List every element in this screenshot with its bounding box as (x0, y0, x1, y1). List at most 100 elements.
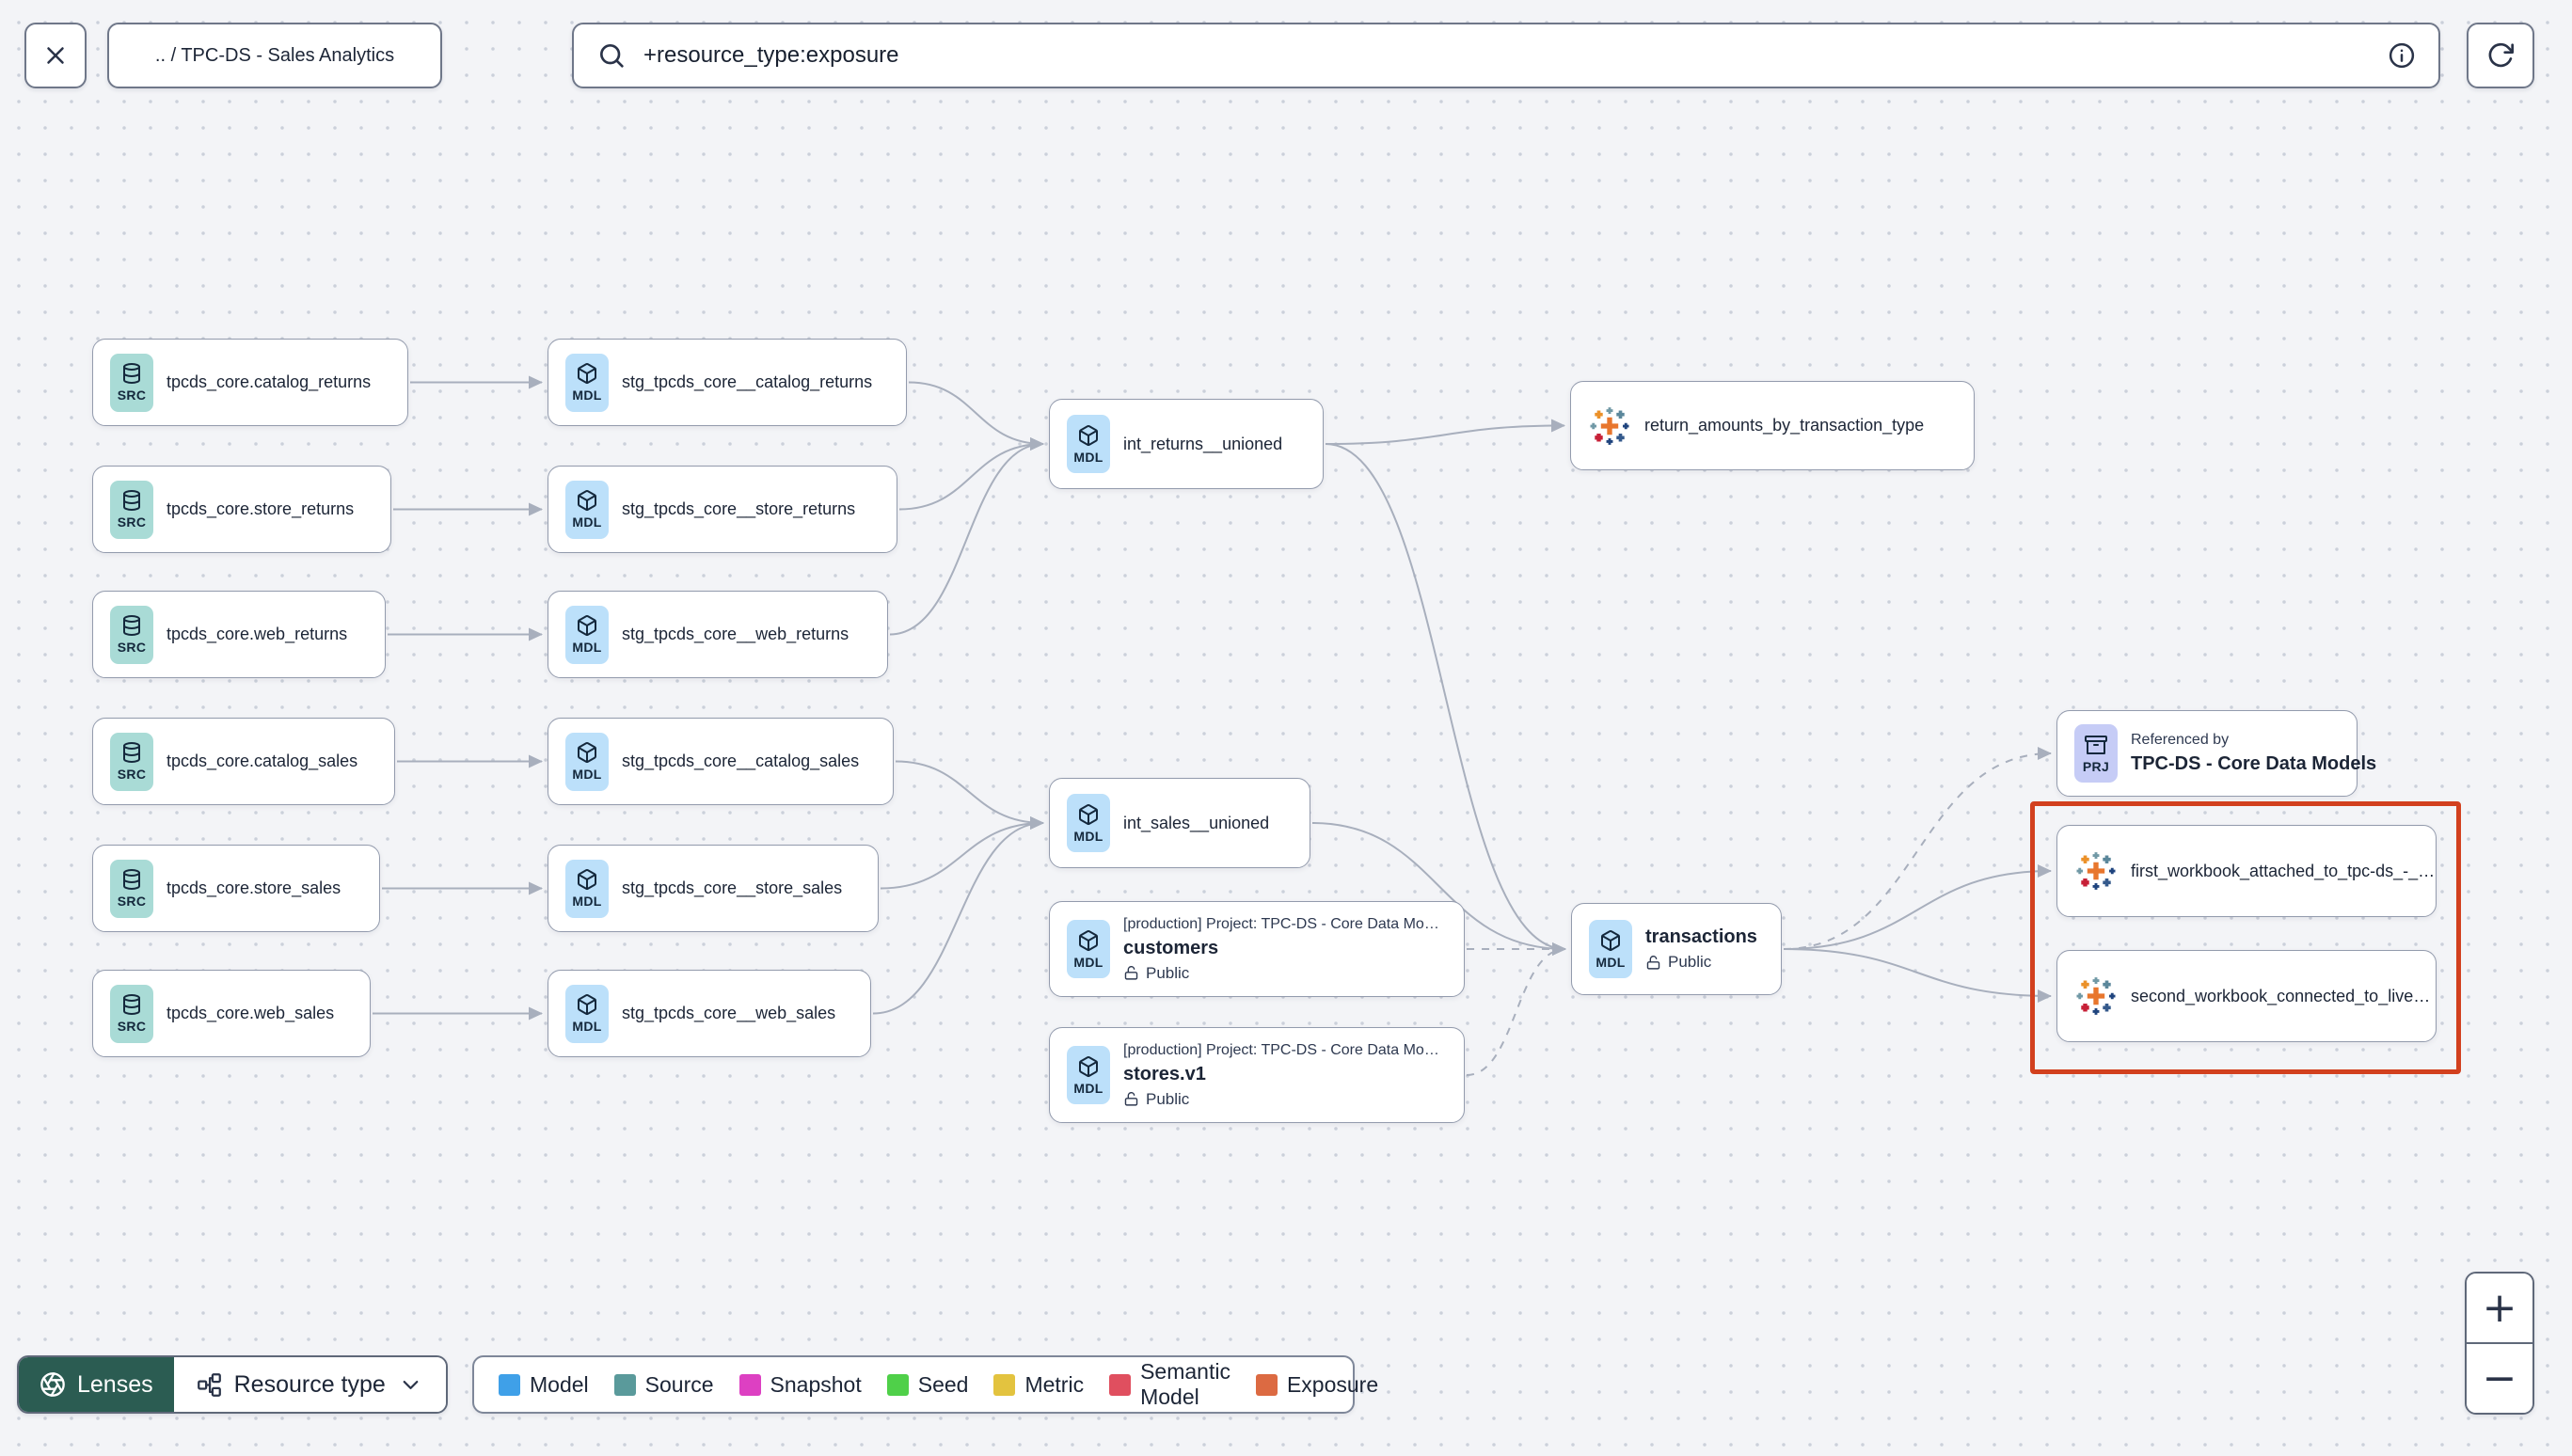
node-stores_v1[interactable]: MDL[production] Project: TPC-DS - Core D… (1049, 1027, 1465, 1123)
node-label: customers (1123, 937, 1219, 958)
edge-stg_web_returns-to-int_returns_unioned (889, 437, 1044, 636)
badge-label: MDL (1073, 828, 1103, 844)
node-label: return_amounts_by_transaction_type (1644, 416, 1925, 435)
node-stg_catalog_returns[interactable]: MDL stg_tpcds_core__catalog_returns (548, 339, 907, 426)
node-stg_store_returns[interactable]: MDL stg_tpcds_core__store_returns (548, 466, 897, 553)
database-icon (120, 741, 143, 764)
legend-swatch (1255, 1373, 1278, 1396)
node-label: int_sales__unioned (1123, 813, 1270, 832)
legend-item-seed: Seed (886, 1371, 969, 1398)
resource-badge-mdl: MDL (565, 859, 609, 918)
node-stg_catalog_sales[interactable]: MDL stg_tpcds_core__catalog_sales (548, 718, 894, 805)
zoom-in-button[interactable]: + (2467, 1274, 2532, 1342)
resource-badge-mdl: MDL (565, 480, 609, 539)
resource-badge-src: SRC (110, 605, 153, 664)
resource-badge-mdl: MDL (565, 353, 609, 412)
node-stg_store_sales[interactable]: MDL stg_tpcds_core__store_sales (548, 845, 879, 932)
node-label: tpcds_core.web_returns (167, 625, 348, 643)
node-label: tpcds_core.web_sales (167, 1004, 335, 1022)
tableau-icon (2074, 974, 2118, 1018)
access-label: Public (1146, 1089, 1190, 1108)
edge-stg_catalog_returns-to-int_returns_unioned (908, 381, 1044, 451)
search-input[interactable] (642, 41, 2373, 70)
edge-transactions-to-referenced_by (1783, 747, 2052, 950)
close-button[interactable] (24, 23, 87, 88)
badge-label: SRC (117, 514, 147, 530)
node-first_workbook[interactable]: first_workbook_attached_to_tpc-ds_-_… (2056, 825, 2437, 917)
legend-label: Source (644, 1371, 714, 1397)
node-label: stg_tpcds_core__catalog_sales (622, 752, 860, 770)
breadcrumb[interactable]: .. / TPC-DS - Sales Analytics (107, 23, 442, 88)
node-int_sales_unioned[interactable]: MDL int_sales__unioned (1049, 778, 1310, 868)
node-label: stg_tpcds_core__web_returns (622, 625, 849, 643)
refresh-icon (2485, 40, 2516, 71)
legend-label: Metric (1024, 1371, 1085, 1397)
edge-stg_store_sales-to-int_sales_unioned (880, 816, 1044, 890)
node-text: return_amounts_by_transaction_type (1644, 416, 1924, 435)
legend-label: Semantic Model (1140, 1359, 1230, 1409)
node-label: transactions (1645, 926, 1757, 947)
unlock-icon (1123, 965, 1139, 981)
node-label: first_workbook_attached_to_tpc-ds_-_… (2131, 861, 2436, 880)
resource-badge-src: SRC (110, 353, 153, 412)
node-text: int_sales__unioned (1123, 814, 1269, 833)
zoom-out-button[interactable]: − (2467, 1342, 2532, 1413)
resource-badge-mdl: MDL (565, 984, 609, 1043)
refresh-button[interactable] (2467, 23, 2534, 88)
tableau-icon (2074, 849, 2118, 893)
node-label: stores.v1 (1123, 1063, 1206, 1084)
badge-label: MDL (1073, 1080, 1103, 1096)
legend-item-exposure: Exposure (1255, 1372, 1378, 1398)
access-row: Public (1645, 953, 1757, 972)
node-src_web_returns[interactable]: SRC tpcds_core.web_returns (92, 591, 386, 678)
edge-stg_web_sales-to-int_sales_unioned (872, 816, 1044, 1015)
zoom-controls: + − (2465, 1272, 2534, 1415)
legend-swatch (738, 1373, 761, 1396)
node-text: stg_tpcds_core__web_returns (622, 625, 849, 644)
database-icon (120, 614, 143, 637)
resource-badge-prj: PRJ (2074, 724, 2118, 783)
edge-transactions-to-first_workbook (1783, 864, 2052, 950)
node-text: [production] Project: TPC-DS - Core Data… (1123, 916, 1439, 983)
resource-badge-mdl: MDL (1067, 415, 1110, 473)
legend-item-snapshot: Snapshot (738, 1372, 862, 1398)
resource-type-label: Resource type (233, 1370, 386, 1398)
node-return_amounts_by_transaction_type[interactable]: return_amounts_by_transaction_type (1570, 381, 1975, 470)
node-label: TPC-DS - Core Data Models (2131, 753, 2377, 774)
node-customers[interactable]: MDL [production] Project: TPC-DS - Core D… (1049, 901, 1465, 997)
box-icon (576, 741, 598, 764)
badge-label: MDL (572, 640, 602, 655)
search-box[interactable] (572, 23, 2440, 88)
resource-type-dropdown[interactable]: Resource type (173, 1357, 446, 1412)
database-icon (120, 489, 143, 512)
resource-badge-mdl: MDL (1067, 920, 1110, 978)
legend-item-model: Model (499, 1372, 589, 1398)
lenses-button[interactable]: Lenses (19, 1357, 174, 1412)
badge-label: MDL (572, 767, 602, 782)
box-icon (1077, 803, 1100, 826)
node-second_workbook[interactable]: second_workbook_connected_to_live… (2056, 950, 2437, 1042)
legend-label: Seed (917, 1371, 969, 1397)
search-icon (596, 40, 627, 71)
edge-stg_catalog_sales-to-int_sales_unioned (895, 760, 1044, 830)
node-stg_web_returns[interactable]: MDL stg_tpcds_core__web_returns (548, 591, 888, 678)
resource-badge-mdl: MDL (1067, 1046, 1110, 1104)
unlock-icon (1645, 955, 1661, 971)
edge-int_returns_unioned-to-return_amounts_by_transaction_type (1325, 419, 1565, 445)
node-text: stg_tpcds_core__catalog_returns (622, 372, 872, 392)
node-text: stg_tpcds_core__store_returns (622, 499, 855, 519)
resource-badge-mdl: MDL (1589, 920, 1632, 978)
node-label: stg_tpcds_core__store_sales (622, 878, 843, 897)
legend-item-source: Source (613, 1371, 714, 1398)
box-icon (1077, 1055, 1100, 1078)
info-icon[interactable] (2388, 41, 2416, 70)
